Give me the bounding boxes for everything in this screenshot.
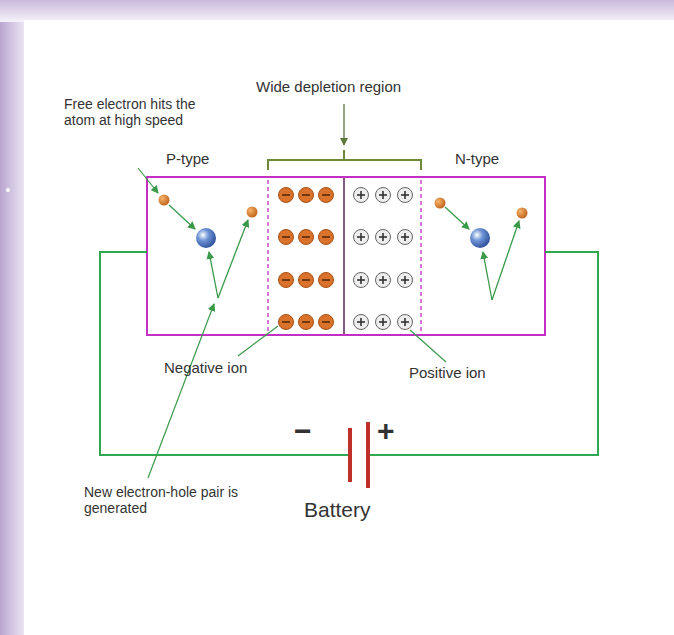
callout-text: Negative ion: [164, 359, 247, 376]
polarity-sign: −: [294, 414, 312, 449]
region-label: P-type: [166, 150, 209, 167]
battery-plate: [366, 422, 370, 488]
callout-text: Positive ion: [409, 364, 486, 381]
callout-text: New electron-hole pair is generated: [84, 484, 254, 516]
region-label: Wide depletion region: [256, 78, 401, 95]
region-label: N-type: [455, 150, 499, 167]
component-label: Battery: [304, 498, 371, 522]
callout-text: Free electron hits the atom at high spee…: [64, 96, 214, 128]
ion-grid: [279, 188, 413, 330]
battery-plate: [348, 428, 352, 482]
polarity-sign: +: [377, 414, 395, 449]
